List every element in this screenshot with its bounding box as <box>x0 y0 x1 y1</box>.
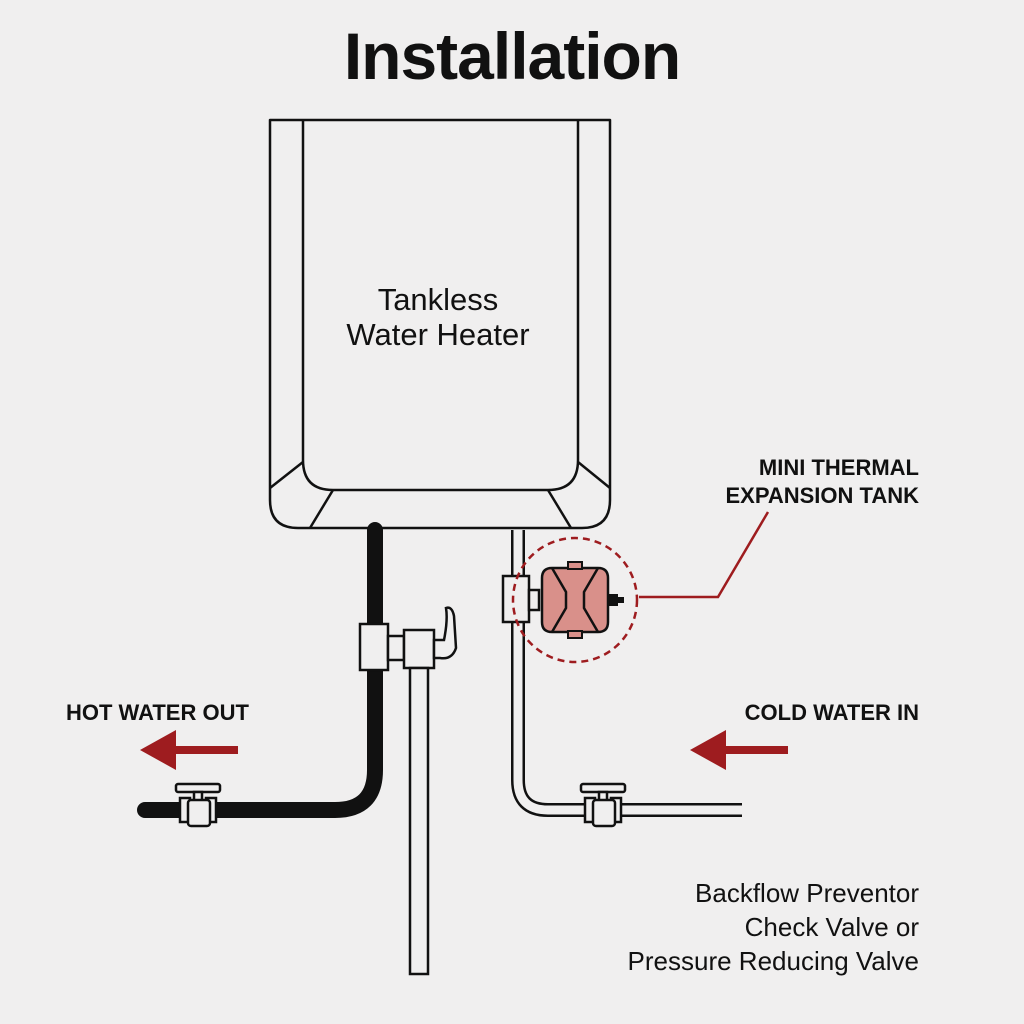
hot-flow-arrow <box>140 730 238 770</box>
tank-callout-line <box>639 511 770 599</box>
expansion-tank-label: MINI THERMAL EXPANSION TANK <box>725 454 919 510</box>
heater-label-line2: Water Heater <box>346 317 530 352</box>
relief-valve-assembly <box>358 606 458 976</box>
hot-water-out-label: HOT WATER OUT <box>66 700 249 725</box>
cold-water-pipe <box>511 530 742 817</box>
heater-label: Tankless Water Heater <box>300 282 576 352</box>
page-title: Installation <box>343 19 681 93</box>
valve-label-line2: Check Valve or <box>744 912 919 942</box>
cold-tee-fitting <box>501 574 541 624</box>
hot-shutoff-valve <box>174 782 222 828</box>
tank-label-line2: EXPANSION TANK <box>725 483 919 508</box>
cold-shutoff-valve <box>579 782 627 828</box>
cold-flow-arrow <box>690 730 788 770</box>
valve-label-line1: Backflow Preventor <box>695 878 919 908</box>
heater-label-line1: Tankless <box>377 282 499 317</box>
valve-label: Backflow Preventor Check Valve or Pressu… <box>628 876 919 978</box>
hot-water-pipe <box>137 522 383 818</box>
expansion-tank <box>511 511 770 664</box>
cold-water-in-label: COLD WATER IN <box>744 700 919 725</box>
tank-label-line1: MINI THERMAL <box>758 455 919 480</box>
water-heater-unit <box>268 118 612 530</box>
valve-label-line3: Pressure Reducing Valve <box>627 946 919 976</box>
